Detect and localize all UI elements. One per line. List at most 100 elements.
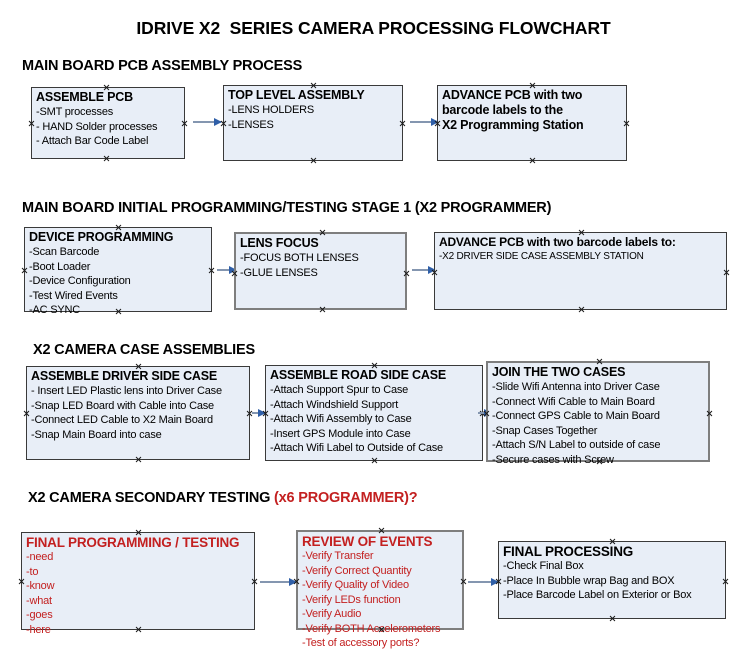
box-line: -Verify Quality of Video xyxy=(302,579,409,591)
box-line: -what xyxy=(26,594,52,607)
selection-handle[interactable] xyxy=(319,306,326,313)
process-box-assemble-pcb[interactable]: ASSEMBLE PCB -SMT processes - HAND Solde… xyxy=(31,87,185,159)
box-title: LENS FOCUS xyxy=(240,236,319,250)
box-line: -AC SYNC xyxy=(29,304,80,316)
box-line: -to xyxy=(26,565,39,578)
box-line: -GLUE LENSES xyxy=(240,266,318,279)
box-line: -Snap Cases Together xyxy=(492,424,598,437)
box-line: -Insert GPS Module into Case xyxy=(270,427,411,440)
box-line: -LENS HOLDERS xyxy=(228,104,315,116)
connector-arrow xyxy=(260,578,297,586)
box-line: -Device Configuration xyxy=(29,275,131,287)
selection-handle[interactable] xyxy=(18,578,25,585)
connector-arrow xyxy=(193,118,222,126)
box-line: -Place In Bubble wrap Bag and BOX xyxy=(503,574,675,587)
selection-handle[interactable] xyxy=(723,269,730,276)
process-box-join-the-two-cases[interactable]: JOIN THE TWO CASES -Slide Wifi Antenna i… xyxy=(486,358,710,466)
box-line: -Slide Wifi Antenna into Driver Case xyxy=(492,381,660,393)
box-line: -Boot Loader xyxy=(29,260,91,273)
box-line: -Attach Wifi Assembly to Case xyxy=(270,413,412,425)
box-line: -Connect GPS Cable to Main Board xyxy=(492,410,660,422)
section-heading-4-text: X2 CAMERA SECONDARY TESTING xyxy=(28,490,275,506)
selection-handle[interactable] xyxy=(371,457,378,464)
selection-handle[interactable] xyxy=(135,456,142,463)
box-line: -Attach Support Spur to Case xyxy=(270,384,409,396)
box-line: -Verify Transfer xyxy=(302,550,374,562)
selection-handle[interactable] xyxy=(21,267,28,274)
selection-handle[interactable] xyxy=(103,155,110,162)
process-box-device-programming[interactable]: DEVICE PROGRAMMING -Scan Barcode -Boot L… xyxy=(21,227,212,316)
box-line: -Connect Wifi Cable to Main Board xyxy=(492,395,655,408)
box-title: ASSEMBLE PCB xyxy=(36,90,133,104)
selection-handle[interactable] xyxy=(378,527,385,534)
box-line: -Verify BOTH Accelerometers xyxy=(302,622,441,635)
selection-handle[interactable] xyxy=(609,615,616,622)
selection-handle[interactable] xyxy=(23,410,30,417)
section-heading-4-accent: (x6 PROGRAMMER)? xyxy=(274,490,418,506)
box-title-line-3: X2 Programming Station xyxy=(442,118,584,132)
box-line: -Check Final Box xyxy=(503,560,584,572)
box-line: -Secure cases with Screw xyxy=(492,453,614,466)
process-box-top-level-assembly[interactable]: TOP LEVEL ASSEMBLY -LENS HOLDERS -LENSES xyxy=(223,85,403,161)
box-line: -Place Barcode Label on Exterior or Box xyxy=(503,589,692,601)
box-title-line-2: barcode labels to the xyxy=(442,103,563,117)
page-title: IDRIVE X2 SERIES CAMERA PROCESSING FLOWC… xyxy=(136,18,611,38)
connector-arrow xyxy=(412,266,436,274)
box-line: - Insert LED Plastic lens into Driver Ca… xyxy=(31,385,222,397)
box-title: ADVANCE PCB with two xyxy=(442,88,583,102)
connector-arrow xyxy=(217,266,237,274)
box-line: -Scan Barcode xyxy=(29,246,100,258)
box-title: JOIN THE TWO CASES xyxy=(492,365,626,379)
box-line: -FOCUS BOTH LENSES xyxy=(240,252,359,264)
process-box-advance-pcb-2[interactable]: ADVANCE PCB with two barcode labels to: … xyxy=(434,232,727,310)
box-line: -need xyxy=(26,551,54,563)
selection-handle[interactable] xyxy=(310,157,317,164)
box-line: -Verify LEDs function xyxy=(302,593,401,606)
box-title: ADVANCE PCB with two barcode labels to: xyxy=(439,235,676,249)
box-line: -Attach Windshield Support xyxy=(270,398,399,411)
section-heading-3: X2 CAMERA CASE ASSEMBLIES xyxy=(33,342,255,358)
box-line: -Connect LED Cable to X2 Main Board xyxy=(31,414,213,426)
box-line: -Attach S/N Label to outside of case xyxy=(492,439,661,451)
selection-handle[interactable] xyxy=(596,358,603,365)
box-line: -SMT processes xyxy=(36,106,114,118)
connector-arrow xyxy=(252,409,266,417)
process-box-final-processing[interactable]: FINAL PROCESSING -Check Final Box -Place… xyxy=(498,541,726,619)
process-box-final-programming-testing[interactable]: FINAL PROGRAMMING / TESTING -need -to -k… xyxy=(18,532,255,636)
section-heading-4: X2 CAMERA SECONDARY TESTING (x6 PROGRAMM… xyxy=(28,490,418,506)
selection-handle[interactable] xyxy=(28,120,35,127)
box-line: -Snap Main Board into case xyxy=(31,428,162,441)
process-box-advance-pcb-1[interactable]: ADVANCE PCB with two barcode labels to t… xyxy=(437,85,627,161)
connector-arrow xyxy=(410,118,439,126)
selection-handle[interactable] xyxy=(529,157,536,164)
box-line: -Attach Wifi Label to Outside of Case xyxy=(270,442,443,454)
box-title: DEVICE PROGRAMMING xyxy=(29,230,174,244)
process-box-review-of-events[interactable]: REVIEW OF EVENTS -Verify Transfer -Verif… xyxy=(296,527,464,649)
box-title: ASSEMBLE DRIVER SIDE CASE xyxy=(31,369,218,383)
box-title: REVIEW OF EVENTS xyxy=(302,534,433,549)
box-line: -Verify Audio xyxy=(302,608,362,620)
box-title: FINAL PROGRAMMING / TESTING xyxy=(26,535,240,550)
box-line: - HAND Solder processes xyxy=(36,120,158,133)
selection-handle[interactable] xyxy=(319,229,326,236)
box-line: -goes xyxy=(26,609,53,621)
box-title: TOP LEVEL ASSEMBLY xyxy=(228,88,365,102)
process-box-assemble-road-side-case[interactable]: ASSEMBLE ROAD SIDE CASE -Attach Support … xyxy=(265,365,483,461)
process-box-assemble-driver-side-case[interactable]: ASSEMBLE DRIVER SIDE CASE - Insert LED P… xyxy=(26,366,250,460)
connector-arrow xyxy=(468,578,499,586)
section-heading-2: MAIN BOARD INITIAL PROGRAMMING/TESTING S… xyxy=(22,200,552,216)
box-line-overflow: -Test of accessory ports? xyxy=(302,637,420,649)
box-line: -Test Wired Events xyxy=(29,289,118,302)
box-line: -LENSES xyxy=(228,118,274,131)
box-line: -Snap LED Board with Cable into Case xyxy=(31,399,214,412)
box-line: -know xyxy=(26,580,55,592)
section-heading-1: MAIN BOARD PCB ASSEMBLY PROCESS xyxy=(22,58,303,74)
box-line: -here xyxy=(26,623,51,636)
process-box-lens-focus[interactable]: LENS FOCUS -FOCUS BOTH LENSES -GLUE LENS… xyxy=(234,232,407,310)
box-title: ASSEMBLE ROAD SIDE CASE xyxy=(270,368,446,382)
box-line: - Attach Bar Code Label xyxy=(36,135,149,147)
box-title: FINAL PROCESSING xyxy=(503,544,634,559)
selection-handle[interactable] xyxy=(578,306,585,313)
box-line: -Verify Correct Quantity xyxy=(302,564,412,577)
